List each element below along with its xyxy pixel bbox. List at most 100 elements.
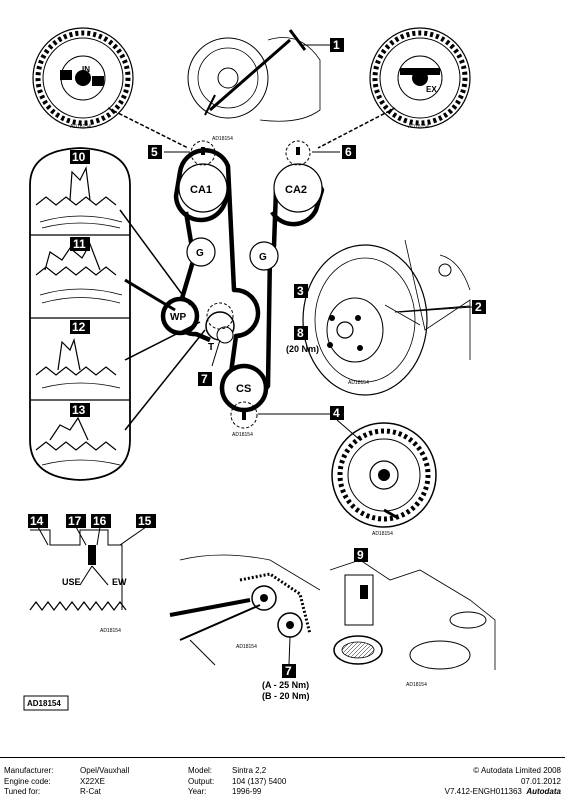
inlet-camshaft-sprocket-view: IN AD18154 bbox=[32, 27, 134, 130]
footer-middle: Model: Sintra 2,2 Output: 104 (137) 5400 Y… bbox=[188, 766, 286, 798]
copyright: © Autodata Limited 2008 bbox=[473, 766, 561, 775]
svg-text:16: 16 bbox=[93, 514, 107, 528]
footer-left: Manufacturer: Opel/Vauxhall Engine code: X… bbox=[4, 766, 129, 798]
ref-small: AD18154 bbox=[408, 124, 429, 130]
svg-text:15: 15 bbox=[138, 514, 152, 528]
callout-16: 16 bbox=[91, 514, 111, 528]
svg-text:7: 7 bbox=[201, 372, 208, 386]
engine-label: Engine code: bbox=[4, 776, 51, 786]
ex-label: EX bbox=[426, 85, 437, 94]
ref-small: AD18154 bbox=[236, 644, 257, 650]
callout-6: 6 bbox=[342, 145, 356, 159]
footer-right: © Autodata Limited 2008 07.01.2012 V7.41… bbox=[445, 766, 561, 798]
idler-pulley-left bbox=[186, 237, 216, 267]
timing-mark-ca1 bbox=[190, 140, 216, 166]
ref-small: AD18154 bbox=[348, 380, 369, 386]
svg-text:12: 12 bbox=[72, 320, 86, 334]
model-label: Model: bbox=[188, 766, 213, 775]
svg-text:2: 2 bbox=[475, 300, 482, 314]
engine-locking-view: AD18154 bbox=[329, 559, 496, 688]
document-code: V7.412-ENGH011363 bbox=[444, 787, 522, 796]
svg-text:1: 1 bbox=[333, 38, 340, 52]
svg-text:17: 17 bbox=[68, 514, 82, 528]
torque-7b: (B - 20 Nm) bbox=[262, 691, 310, 701]
t-label: T bbox=[208, 342, 214, 353]
callout-9: 9 bbox=[354, 548, 368, 562]
callout-1: 1 bbox=[330, 38, 344, 52]
output-value: 104 (137) 5400 bbox=[232, 776, 287, 786]
callout-7-top: 7 bbox=[198, 372, 212, 386]
callout-4: 4 bbox=[330, 406, 344, 420]
ca1-label: CA1 bbox=[190, 184, 212, 196]
svg-text:14: 14 bbox=[30, 514, 44, 528]
ref-small: AD18154 bbox=[232, 432, 253, 438]
crankshaft-pulley-side-view: AD18154 (20 Nm) bbox=[286, 239, 471, 396]
callout-14: 14 bbox=[28, 514, 48, 528]
figure-reference: AD18154 bbox=[23, 695, 69, 711]
cs-label: CS bbox=[236, 383, 251, 395]
timing-mark-tensioner bbox=[206, 302, 234, 330]
belt-tooth-detail-panels bbox=[29, 147, 206, 481]
callout-13: 13 bbox=[70, 403, 90, 417]
ca2-label: CA2 bbox=[285, 184, 307, 196]
svg-text:6: 6 bbox=[345, 145, 352, 159]
leader-line bbox=[317, 107, 396, 149]
exhaust-camshaft-sprocket-view: EX AD18154 bbox=[369, 27, 471, 130]
footer: Manufacturer: Opel/Vauxhall Engine code: X… bbox=[0, 757, 565, 801]
g-label-left: G bbox=[196, 248, 204, 259]
ref-small: AD18154 bbox=[100, 628, 121, 634]
engine-value: X22XE bbox=[80, 776, 105, 786]
torque-7a: (A - 25 Nm) bbox=[262, 680, 309, 690]
tensioner-tool-view: AD18154 bbox=[179, 17, 331, 142]
callout-8: 8 bbox=[294, 326, 308, 340]
wp-label: WP bbox=[170, 312, 186, 323]
crankshaft-sprocket-view: AD18154 bbox=[331, 422, 437, 537]
new-label: EW bbox=[112, 577, 127, 587]
ref-small: AD18154 bbox=[372, 531, 393, 537]
output-label: Output: bbox=[188, 776, 215, 786]
use-label: USE bbox=[62, 577, 81, 587]
torque-8: (20 Nm) bbox=[286, 344, 319, 354]
ca1-pulley bbox=[178, 163, 228, 213]
svg-text:10: 10 bbox=[72, 150, 86, 164]
g-label-right: G bbox=[259, 252, 267, 263]
timing-mark-ca2 bbox=[285, 140, 311, 166]
tensioner-adjustment-view: AD18154 (A - 25 Nm) (B - 20 Nm) bbox=[169, 554, 321, 701]
svg-text:AD18154: AD18154 bbox=[27, 699, 61, 708]
ca2-pulley bbox=[273, 163, 323, 213]
ref-small: AD18154 bbox=[212, 136, 233, 142]
callout-2: 2 bbox=[472, 300, 486, 314]
callout-10: 10 bbox=[70, 150, 90, 164]
svg-text:9: 9 bbox=[357, 548, 364, 562]
callout-11: 11 bbox=[70, 237, 90, 251]
callout-5: 5 bbox=[148, 145, 162, 159]
in-label: IN bbox=[82, 65, 90, 74]
timing-mark-crankshaft bbox=[230, 401, 258, 429]
idler-pulley-right bbox=[249, 241, 279, 271]
manufacturer-label: Manufacturer: bbox=[4, 766, 54, 775]
timing-belt-layout: CA1 CA2 G G WP T CS AD18154 bbox=[160, 140, 340, 438]
tuned-label: Tuned for: bbox=[4, 787, 41, 796]
leader-line bbox=[107, 107, 189, 149]
model-value: Sintra 2,2 bbox=[232, 766, 267, 775]
date: 07.01.2012 bbox=[520, 776, 561, 786]
svg-text:8: 8 bbox=[297, 326, 304, 340]
year-label: Year: bbox=[188, 787, 207, 796]
svg-text:7: 7 bbox=[285, 664, 292, 678]
belt-direction-view: USE EW AD18154 bbox=[29, 526, 147, 634]
callout-15: 15 bbox=[136, 514, 156, 528]
year-value: 1996-99 bbox=[232, 787, 262, 796]
ref-small: AD18154 bbox=[406, 682, 427, 688]
callout-12: 12 bbox=[70, 320, 90, 334]
ref-small: AD18154 bbox=[70, 124, 91, 130]
svg-text:13: 13 bbox=[72, 403, 86, 417]
svg-text:5: 5 bbox=[151, 145, 158, 159]
svg-text:4: 4 bbox=[333, 406, 340, 420]
crankshaft-pulley bbox=[219, 363, 269, 413]
callout-17: 17 bbox=[66, 514, 86, 528]
callout-7-bottom: 7 bbox=[282, 664, 296, 678]
autodata-logo: Autodata bbox=[526, 787, 561, 796]
manufacturer-value: Opel/Vauxhall bbox=[80, 766, 130, 775]
callout-3: 3 bbox=[294, 284, 308, 298]
